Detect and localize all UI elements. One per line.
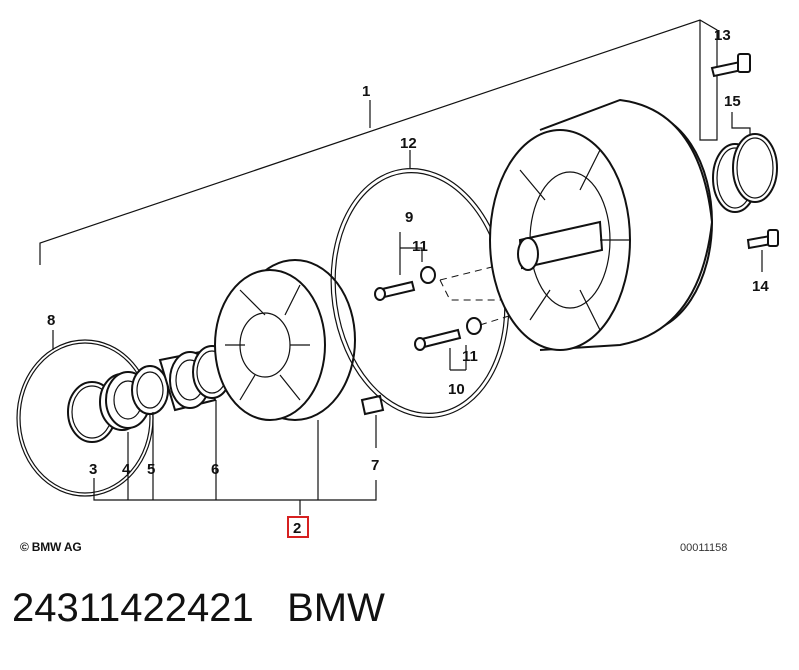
copyright-notice: © BMW AG bbox=[20, 540, 82, 554]
brand-name: BMW bbox=[287, 586, 385, 630]
callout-5[interactable]: 5 bbox=[147, 461, 155, 478]
pin-7 bbox=[360, 394, 385, 416]
callout-7[interactable]: 7 bbox=[371, 457, 379, 474]
callout-1[interactable]: 1 bbox=[362, 83, 370, 100]
callout-15[interactable]: 15 bbox=[724, 93, 741, 110]
washer-11-upper bbox=[420, 266, 436, 284]
callout-8[interactable]: 8 bbox=[47, 312, 55, 329]
o-ring-12 bbox=[330, 168, 510, 418]
bracket-group-1 bbox=[39, 19, 718, 265]
callout-11-upper[interactable]: 11 bbox=[412, 238, 428, 255]
callout-2[interactable]: 2 bbox=[293, 520, 301, 537]
callout-13[interactable]: 13 bbox=[714, 27, 731, 44]
reference-code: 00011158 bbox=[680, 542, 728, 554]
callout-3[interactable]: 3 bbox=[89, 461, 97, 478]
callout-11-lower[interactable]: 11 bbox=[462, 348, 478, 365]
callout-6[interactable]: 6 bbox=[211, 461, 219, 478]
callout-14[interactable]: 14 bbox=[752, 278, 769, 295]
part-number: 24311422421 bbox=[12, 586, 254, 630]
callout-12[interactable]: 12 bbox=[400, 135, 417, 152]
caption: 24311422421 BMW bbox=[12, 586, 385, 631]
callout-9[interactable]: 9 bbox=[405, 209, 413, 226]
bracket-group-2 bbox=[93, 400, 377, 515]
callout-4[interactable]: 4 bbox=[122, 461, 131, 478]
stator-wheel bbox=[214, 259, 356, 421]
converter-housing bbox=[489, 98, 714, 351]
highlight-box bbox=[287, 516, 309, 538]
washer-11-lower bbox=[466, 317, 482, 335]
callout-10[interactable]: 10 bbox=[448, 381, 465, 398]
